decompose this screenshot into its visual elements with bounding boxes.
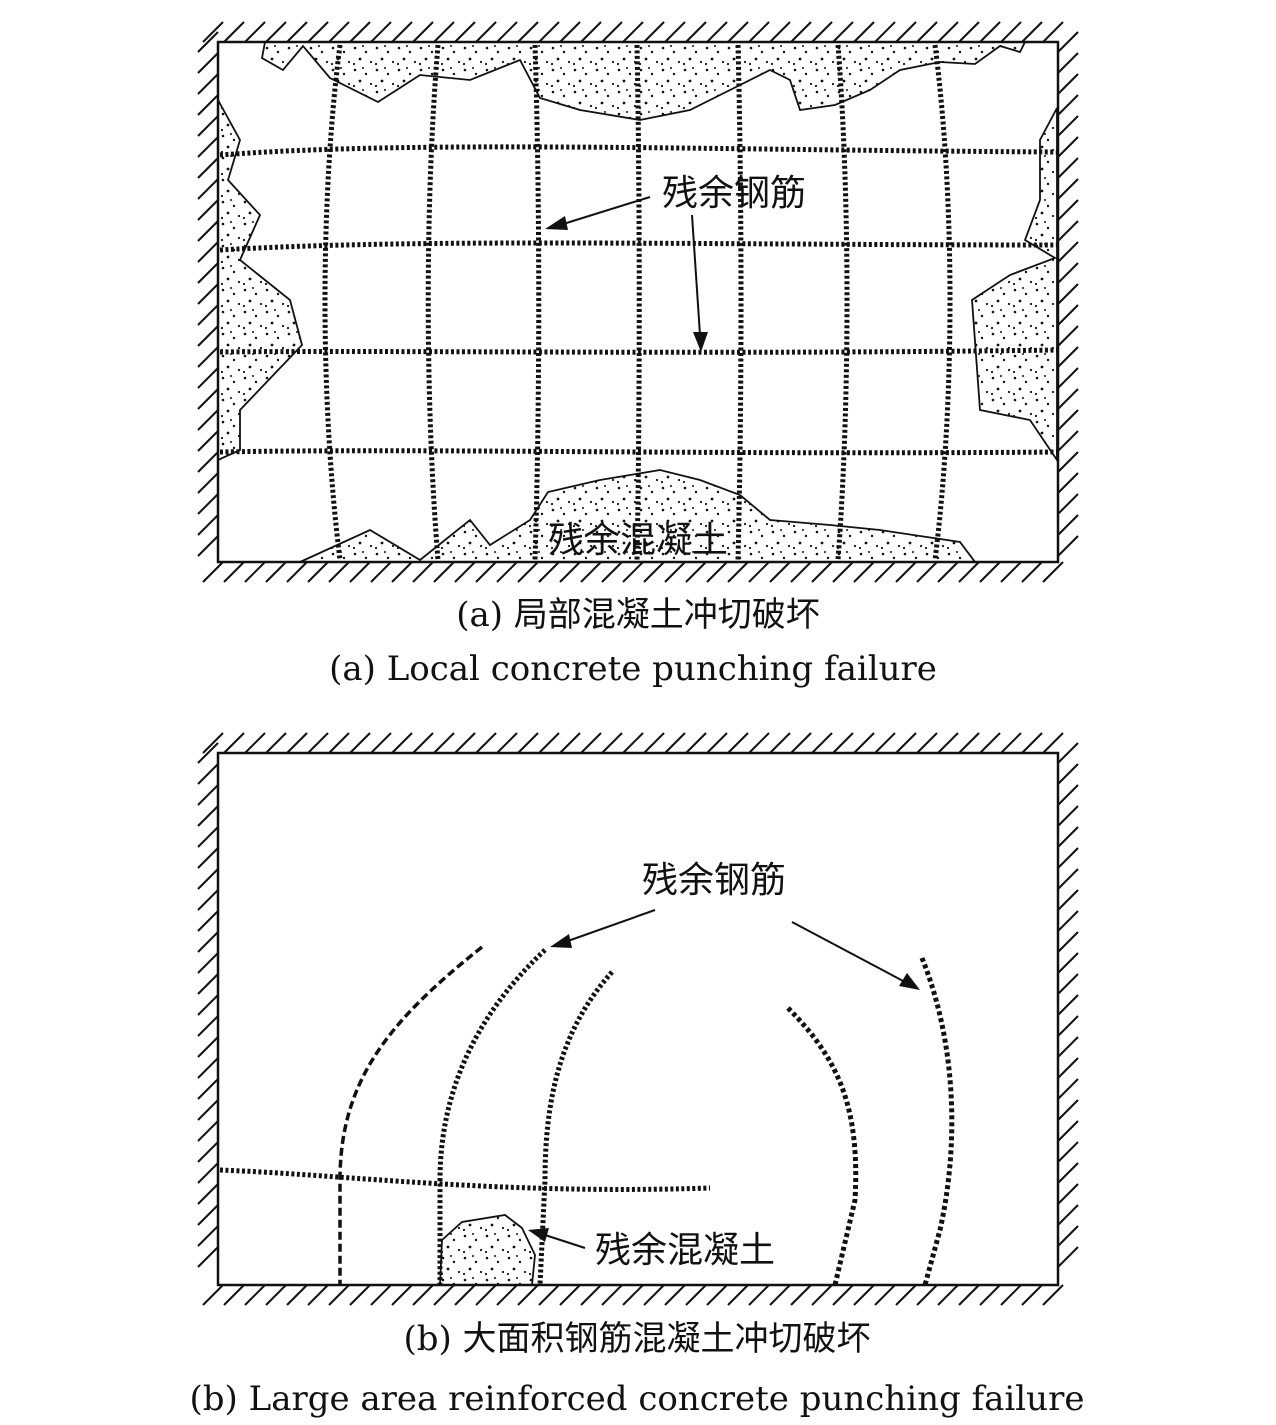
- rebar-horizontal-2: [219, 240, 1059, 253]
- residual-rebars-b: [219, 945, 955, 1286]
- residual-concrete-region-b: [439, 1214, 536, 1286]
- residual-concrete-regions-a: [217, 41, 1058, 563]
- caption-b-english: (b) Large area reinforced concrete punch…: [190, 1379, 1085, 1419]
- label-residual-concrete-b: 残余混凝土: [595, 1230, 775, 1271]
- rebar-vertical-3: [532, 44, 542, 561]
- slab-outline-b: [216, 751, 1060, 1287]
- rebar-vertical-2: [425, 44, 441, 561]
- caption-a-chinese: (a) 局部混凝土冲切破坏: [456, 595, 820, 635]
- rebar-vertical-1: [322, 44, 343, 561]
- rebar-horizontal-3: [219, 347, 1059, 355]
- slab-outline-a: [216, 40, 1060, 564]
- label-residual-concrete-a: 残余混凝土: [548, 520, 728, 561]
- residual-rebar-grid-a: [219, 44, 1059, 561]
- rebar-bent-1: [338, 945, 484, 1285]
- caption-a-english: (a) Local concrete punching failure: [329, 649, 937, 689]
- fixed-support-hatching-a: [197, 21, 1079, 583]
- panel-b: 残余钢筋 残余混凝土 (b) 大面积钢筋混凝土冲切破坏 (b) Large ar…: [190, 732, 1085, 1419]
- rebar-bent-4: [786, 1006, 859, 1286]
- caption-b-chinese: (b) 大面积钢筋混凝土冲切破坏: [403, 1319, 870, 1359]
- rebar-bent-5: [919, 957, 955, 1286]
- leader-arrows-b: [528, 909, 920, 1249]
- rebar-leader-arrows-a: [545, 196, 708, 352]
- rebar-vertical-4: [634, 44, 642, 561]
- rebar-horizontal-4: [219, 448, 1059, 456]
- rebar-bent-2: [437, 948, 547, 1285]
- rebar-horizontal-1: [219, 144, 1059, 158]
- rebar-horizontal-remnant: [219, 1167, 711, 1192]
- label-residual-rebar-a: 残余钢筋: [662, 173, 806, 214]
- label-residual-rebar-b: 残余钢筋: [642, 860, 786, 901]
- rebar-vertical-6: [835, 44, 850, 561]
- rebar-vertical-7: [932, 44, 953, 561]
- rebar-bent-3: [537, 970, 614, 1286]
- fixed-support-hatching-b: [197, 732, 1079, 1306]
- panel-a: 残余钢筋 残余混凝土 (a) 局部混凝土冲切破坏 (a) Local concr…: [197, 21, 1079, 689]
- rebar-vertical-5: [735, 44, 744, 561]
